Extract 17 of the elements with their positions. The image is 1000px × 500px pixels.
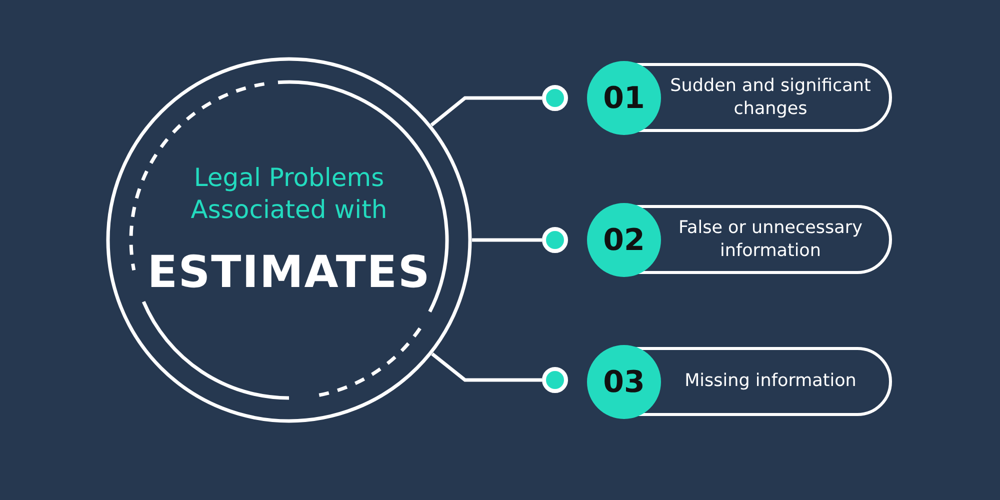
item-text: False or unnecessary information <box>678 216 864 262</box>
item-pill <box>589 63 892 132</box>
number-badge: 03 <box>587 345 661 419</box>
hub-subtitle: Legal Problems Associated with <box>190 162 388 226</box>
connector-dot <box>542 367 568 393</box>
item-pill <box>589 347 892 416</box>
number-badge: 01 <box>587 61 661 135</box>
connector-dot <box>542 227 568 253</box>
number-badge: 02 <box>587 203 661 277</box>
connector-dot <box>542 85 568 111</box>
hub-title: ESTIMATES <box>146 247 432 299</box>
connector-line <box>431 352 542 382</box>
item-text: Missing information <box>684 370 856 393</box>
connector-line <box>472 238 542 242</box>
item-text: Sudden and significant changes <box>669 74 872 120</box>
connector-line <box>430 96 542 126</box>
item-pill <box>589 205 892 274</box>
